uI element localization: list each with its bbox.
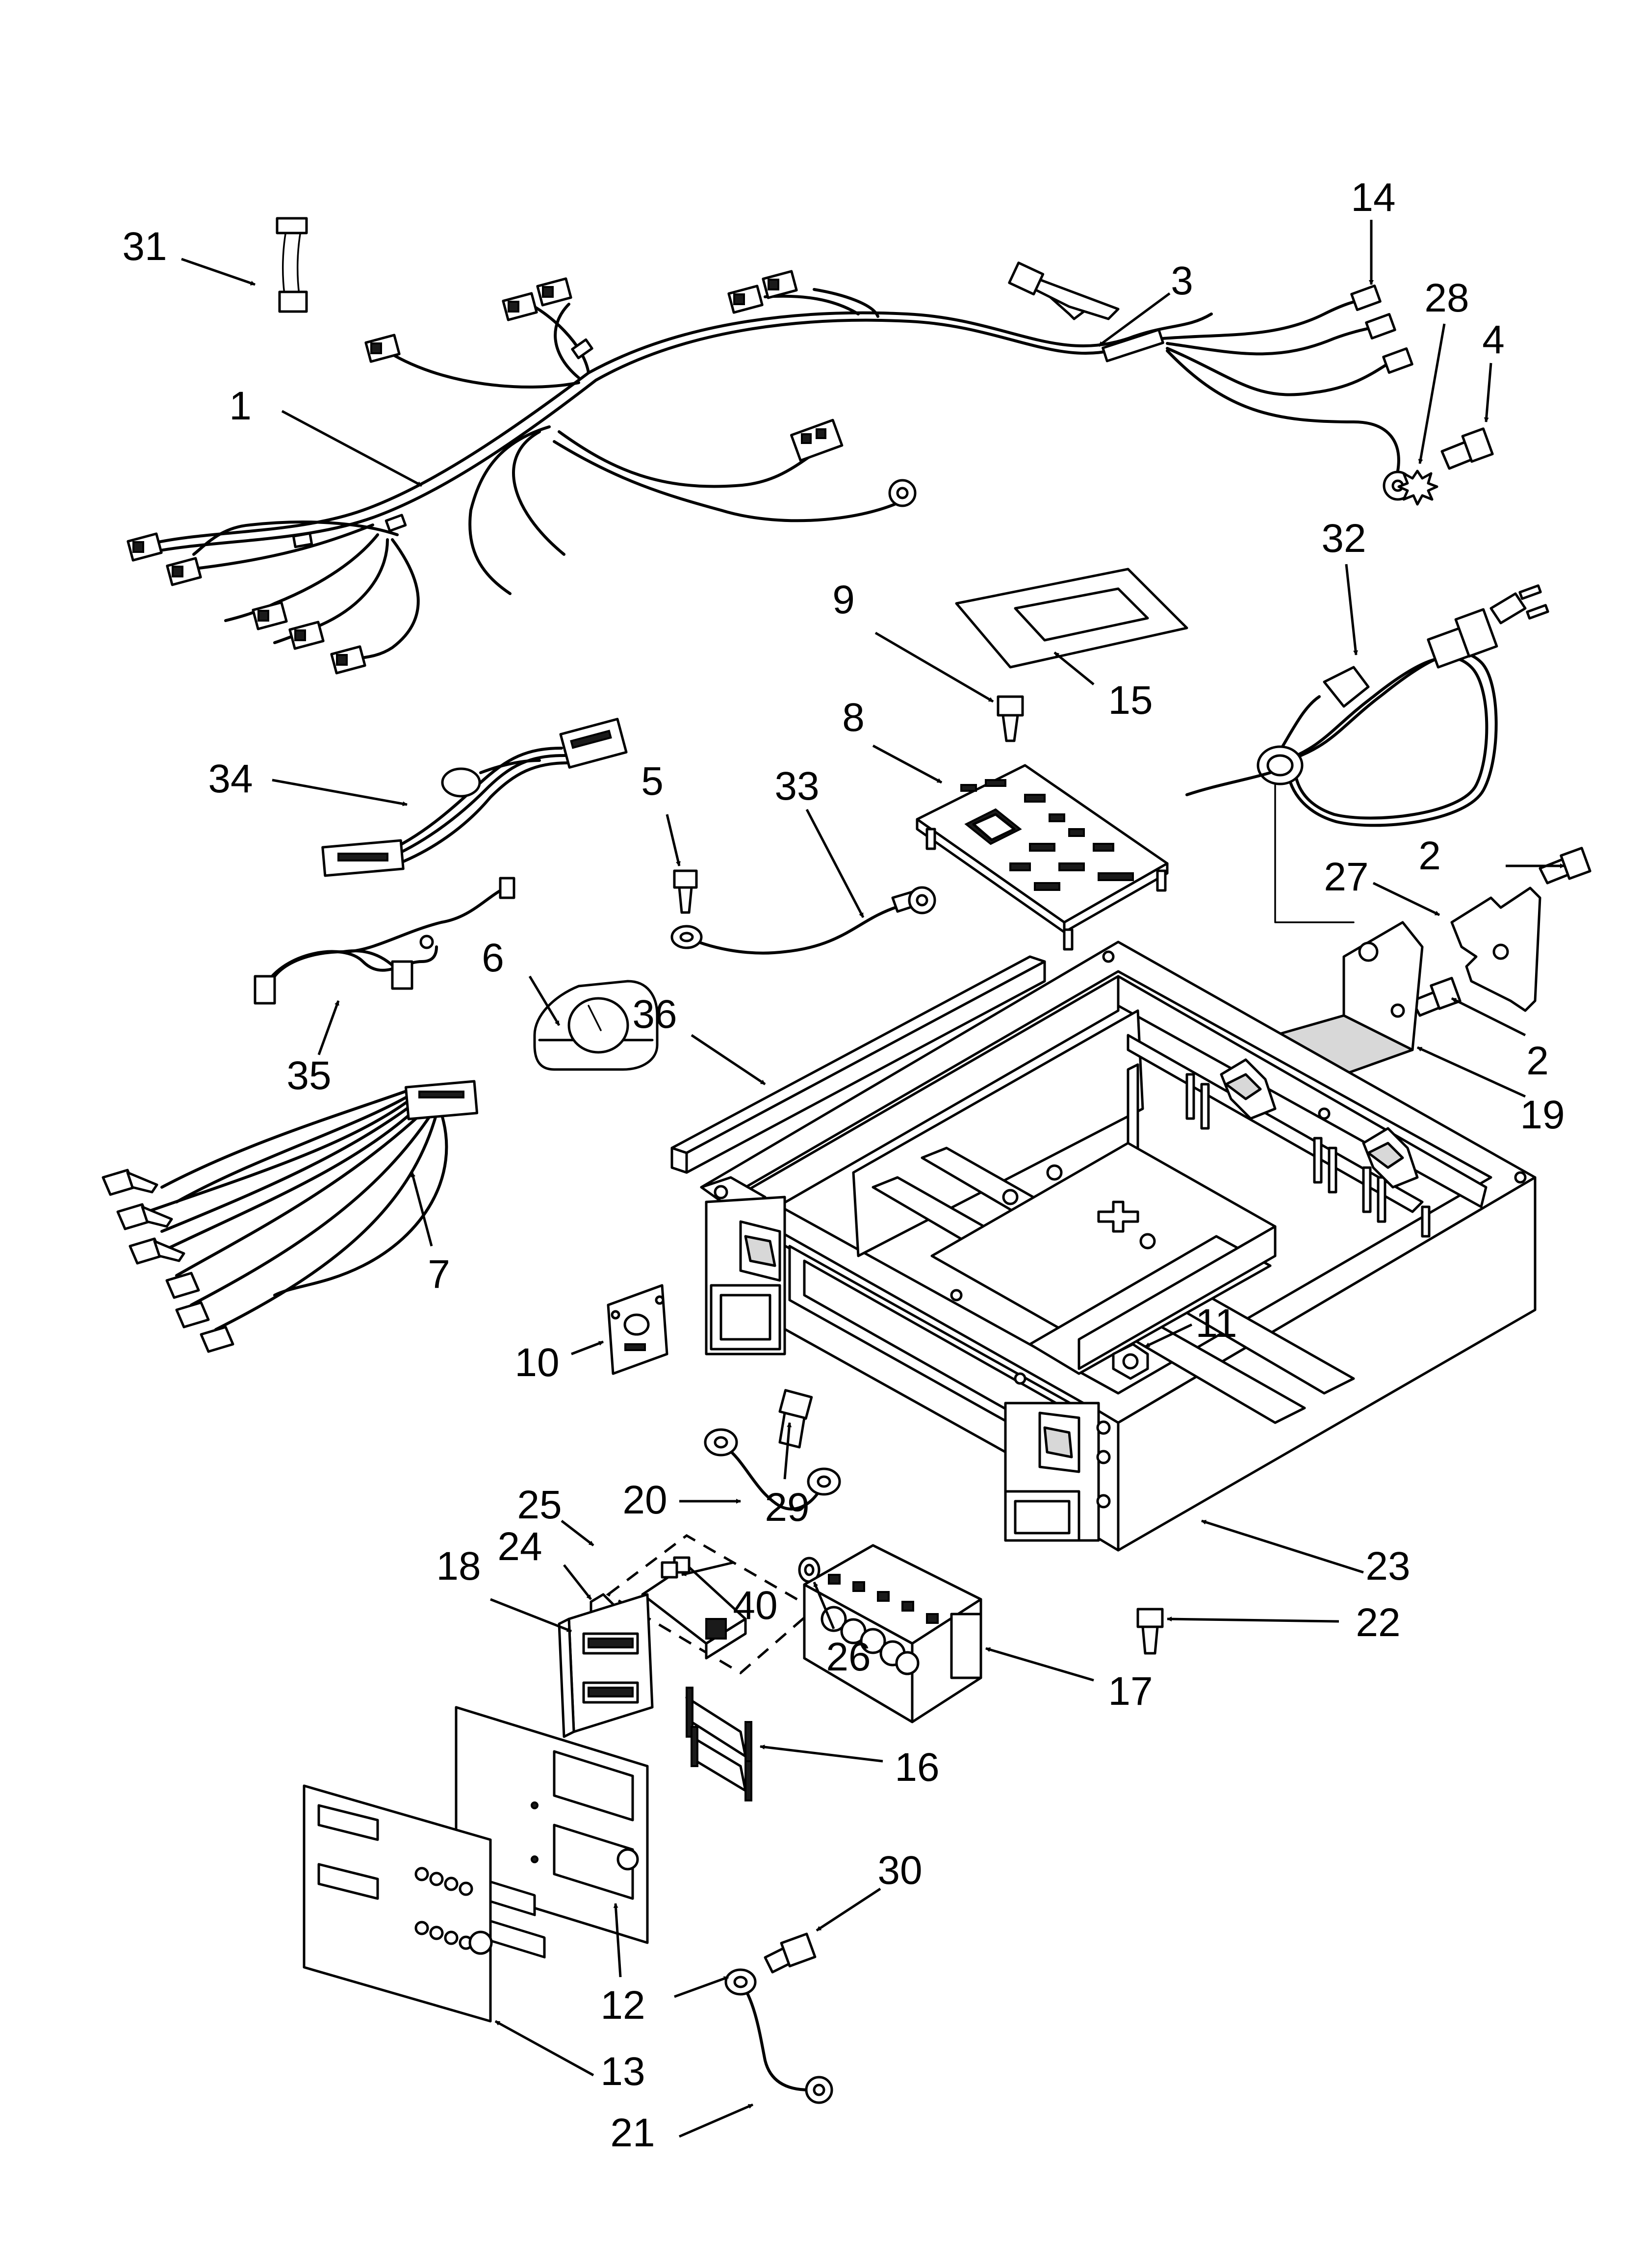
power-cord — [1185, 584, 1549, 923]
harness-connector — [127, 532, 163, 562]
harness-connector — [252, 601, 288, 630]
callout-32: 32 — [1321, 516, 1366, 561]
callout-20: 20 — [622, 1478, 667, 1522]
callout-labels: 1 2 2 3 4 5 6 7 8 9 10 11 12 13 14 15 16… — [122, 175, 1565, 2155]
access-cover — [607, 1284, 668, 1375]
callout-25: 25 — [517, 1483, 562, 1527]
control-board — [916, 764, 1169, 951]
sensor-wire — [254, 877, 515, 1005]
callout-1: 1 — [229, 384, 252, 428]
display-wire-harness — [321, 718, 628, 877]
lock-nut — [1112, 1343, 1149, 1380]
callout-26: 26 — [826, 1635, 871, 1679]
display-bracket — [558, 1593, 654, 1738]
callout-9: 9 — [832, 577, 855, 622]
callout-35: 35 — [286, 1053, 331, 1098]
callout-8: 8 — [842, 695, 865, 740]
callout-4: 4 — [1482, 317, 1505, 362]
callout-40: 40 — [733, 1583, 777, 1628]
temperature-sensor — [533, 980, 659, 1071]
harness-terminals — [102, 1169, 234, 1353]
ground-ring-terminal — [888, 479, 917, 507]
board-screw — [997, 695, 1024, 742]
callout-13: 13 — [600, 2049, 645, 2094]
callout-15: 15 — [1108, 678, 1153, 723]
callout-19: 19 — [1520, 1093, 1565, 1137]
panel-ground-wire — [724, 1968, 833, 2104]
ground-jumper-wire — [704, 1428, 841, 1511]
callout-5: 5 — [641, 759, 664, 804]
callout-33: 33 — [774, 764, 819, 808]
display-mounting-brackets — [685, 1687, 752, 1801]
jumper-wire — [276, 217, 308, 313]
harness-plug-connector — [790, 418, 844, 462]
button-housing — [803, 1544, 982, 1723]
callout-10: 10 — [514, 1340, 559, 1385]
display-board-group — [606, 1534, 817, 1675]
callout-18: 18 — [436, 1544, 481, 1589]
callout-23: 23 — [1365, 1544, 1410, 1589]
foam-strip — [670, 955, 1046, 1174]
harness-connector — [166, 557, 202, 586]
callout-3: 3 — [1171, 259, 1193, 303]
washer — [798, 1557, 821, 1583]
harness-connector — [364, 334, 401, 363]
ground-wire — [670, 886, 936, 955]
strain-relief-plate — [1274, 921, 1424, 1076]
callout-21: 21 — [610, 2111, 655, 2155]
callout-2-upper: 2 — [1418, 834, 1441, 878]
callout-34: 34 — [208, 756, 253, 801]
callout-17: 17 — [1108, 1669, 1153, 1714]
callout-27: 27 — [1324, 855, 1368, 899]
harness-connector — [502, 292, 538, 321]
cable-tie — [1008, 261, 1120, 320]
harness-connector — [727, 285, 764, 314]
harness-connector — [762, 270, 798, 299]
screw — [1440, 427, 1494, 470]
harness-connector — [536, 277, 572, 307]
ground-screw — [673, 869, 698, 914]
callout-31: 31 — [122, 224, 167, 269]
callout-22: 22 — [1356, 1600, 1400, 1645]
base-screw — [1136, 1608, 1164, 1655]
control-panel-overlay — [455, 1706, 649, 1958]
callout-36: 36 — [632, 992, 677, 1037]
star-washer — [1397, 469, 1438, 506]
callout-6: 6 — [482, 936, 504, 980]
lead-connectors — [1350, 284, 1413, 374]
main-wire-harness — [127, 270, 1400, 675]
callout-24: 24 — [497, 1524, 542, 1569]
panel-ground-screw — [764, 1932, 817, 1974]
harness-connector — [288, 621, 325, 650]
callout-11: 11 — [1195, 1301, 1237, 1346]
callout-28: 28 — [1424, 276, 1469, 320]
cord-bracket — [1450, 886, 1541, 1012]
callout-2-lower: 2 — [1526, 1039, 1549, 1083]
callout-29: 29 — [765, 1485, 809, 1530]
leader-lines — [181, 220, 1565, 2138]
harness-ground-screw — [778, 1389, 813, 1449]
callout-7: 7 — [428, 1252, 450, 1297]
callout-12: 12 — [600, 1983, 645, 2028]
base-frame — [700, 940, 1537, 1552]
instruction-label — [955, 568, 1188, 669]
callout-30: 30 — [877, 1848, 922, 1893]
callout-16: 16 — [895, 1745, 939, 1790]
bracket-screw-upper — [1539, 847, 1591, 885]
harness-connector — [330, 645, 366, 675]
callout-14: 14 — [1351, 175, 1395, 220]
control-panel-faceplate — [303, 1784, 493, 2023]
input-wire-harness — [146, 1080, 479, 1331]
